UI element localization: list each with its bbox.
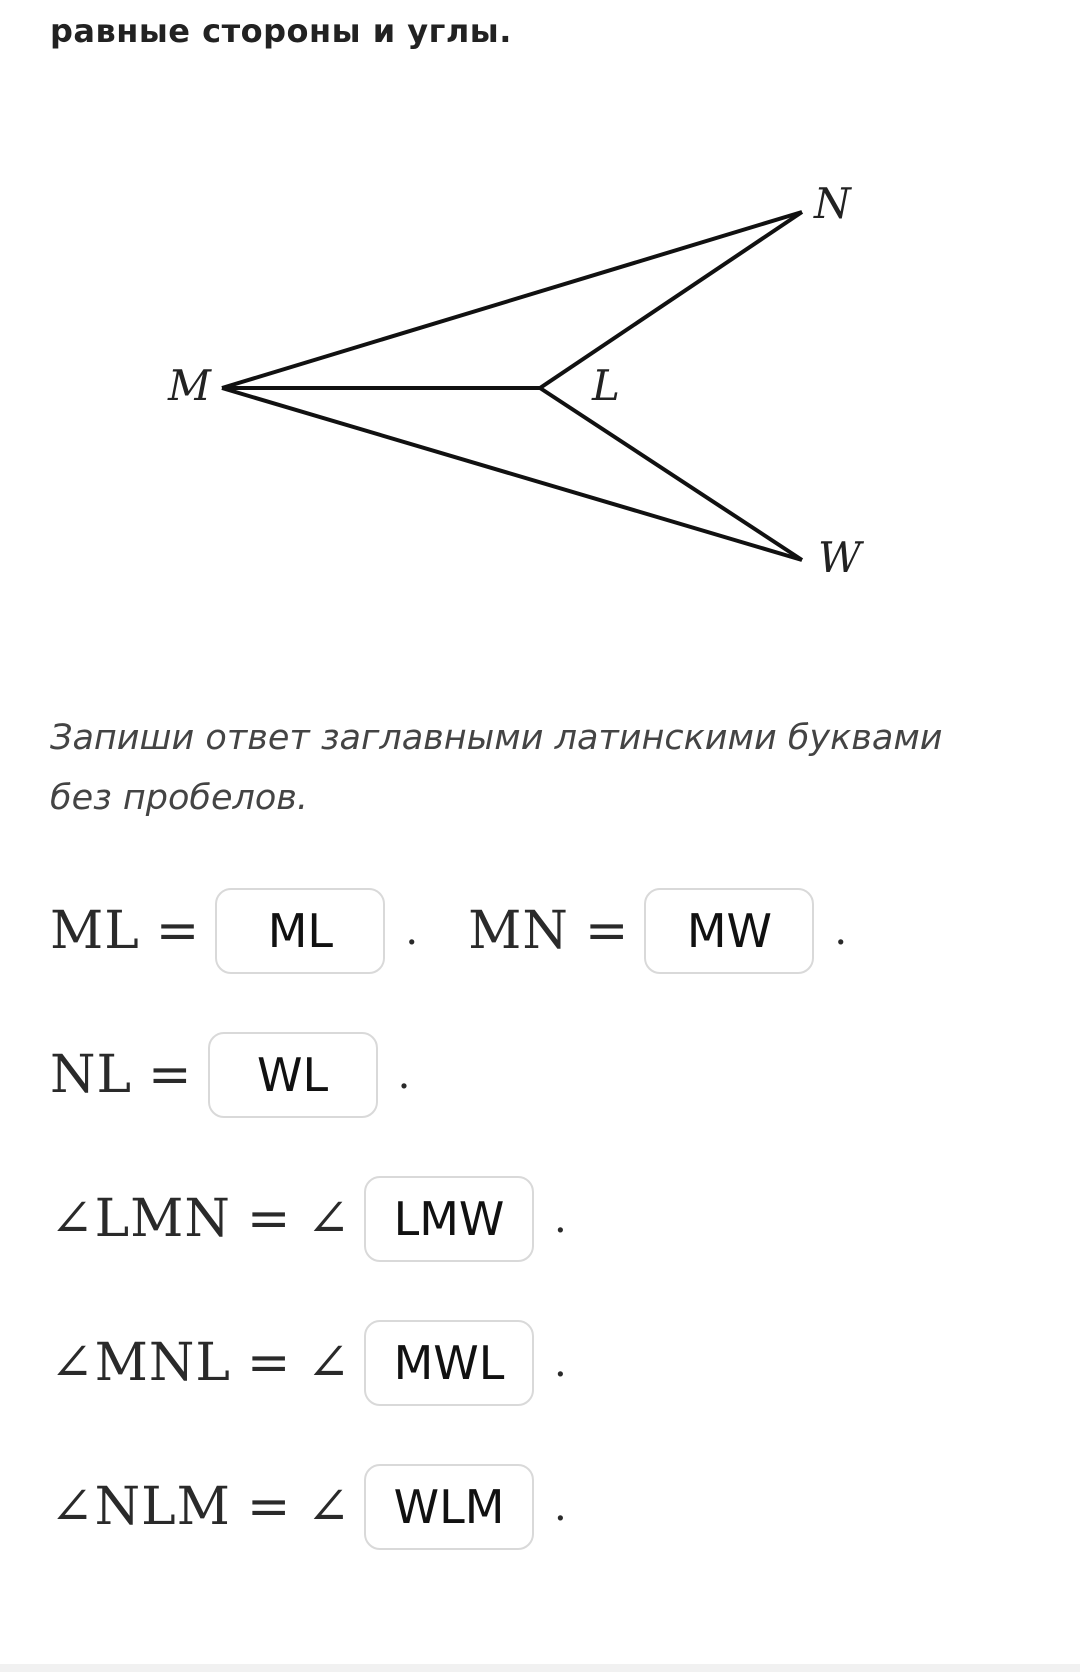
vertex-label-l: L xyxy=(591,361,620,410)
period: . xyxy=(554,1484,567,1530)
equality-row-1: ML = ML . MN = MW . xyxy=(50,886,897,976)
bottom-divider xyxy=(0,1664,1080,1672)
segment-lw xyxy=(538,386,804,562)
equals-sign: = xyxy=(584,901,629,961)
expression-ml: ML xyxy=(50,901,140,961)
equals-sign: = xyxy=(155,901,200,961)
answer-input-angle-mnl[interactable]: MWL xyxy=(364,1320,535,1406)
equality-row-2: NL = WL . xyxy=(50,1030,460,1120)
period: . xyxy=(554,1196,567,1242)
task-heading: равные стороны и углы. xyxy=(50,12,512,50)
expression-mn: MN xyxy=(468,901,569,961)
angle-symbol: ∠ xyxy=(306,1189,351,1249)
period: . xyxy=(834,908,848,954)
answer-input-nl[interactable]: WL xyxy=(207,1032,378,1118)
expression-nl: NL xyxy=(50,1045,133,1105)
answer-input-angle-lmn[interactable]: LMW xyxy=(364,1176,535,1262)
angle-symbol: ∠ xyxy=(306,1477,351,1537)
vertex-label-n: N xyxy=(813,179,852,228)
segment-mw xyxy=(221,386,803,562)
figure-svg: N M L W xyxy=(167,179,865,582)
period: . xyxy=(405,908,419,954)
vertex-label-m: M xyxy=(167,361,212,410)
answer-input-angle-nlm[interactable]: WLM xyxy=(364,1464,535,1550)
geometry-figure: N M L W xyxy=(0,160,1080,610)
expression-angle-nlm: ∠NLM xyxy=(50,1477,231,1537)
equals-sign: = xyxy=(246,1477,291,1537)
expression-angle-lmn: ∠LMN xyxy=(50,1189,231,1249)
period: . xyxy=(397,1052,411,1098)
instruction-text: Запиши ответ заглавными латинскими буква… xyxy=(50,718,943,818)
segment-nl xyxy=(538,210,804,390)
expression-angle-mnl: ∠MNL xyxy=(50,1333,231,1393)
equality-row-4: ∠MNL = ∠ MWL . xyxy=(50,1318,617,1408)
equals-sign: = xyxy=(246,1333,291,1393)
angle-symbol: ∠ xyxy=(306,1333,351,1393)
segment-mn xyxy=(221,210,803,390)
answer-input-ml[interactable]: ML xyxy=(215,888,386,974)
equality-row-5: ∠NLM = ∠ WLM . xyxy=(50,1462,617,1552)
period: . xyxy=(554,1340,567,1386)
equals-sign: = xyxy=(148,1045,192,1105)
vertex-label-w: W xyxy=(818,533,865,582)
answer-input-mn[interactable]: MW xyxy=(644,888,815,974)
equals-sign: = xyxy=(246,1189,291,1249)
equality-row-3: ∠LMN = ∠ LMW . xyxy=(50,1174,617,1264)
